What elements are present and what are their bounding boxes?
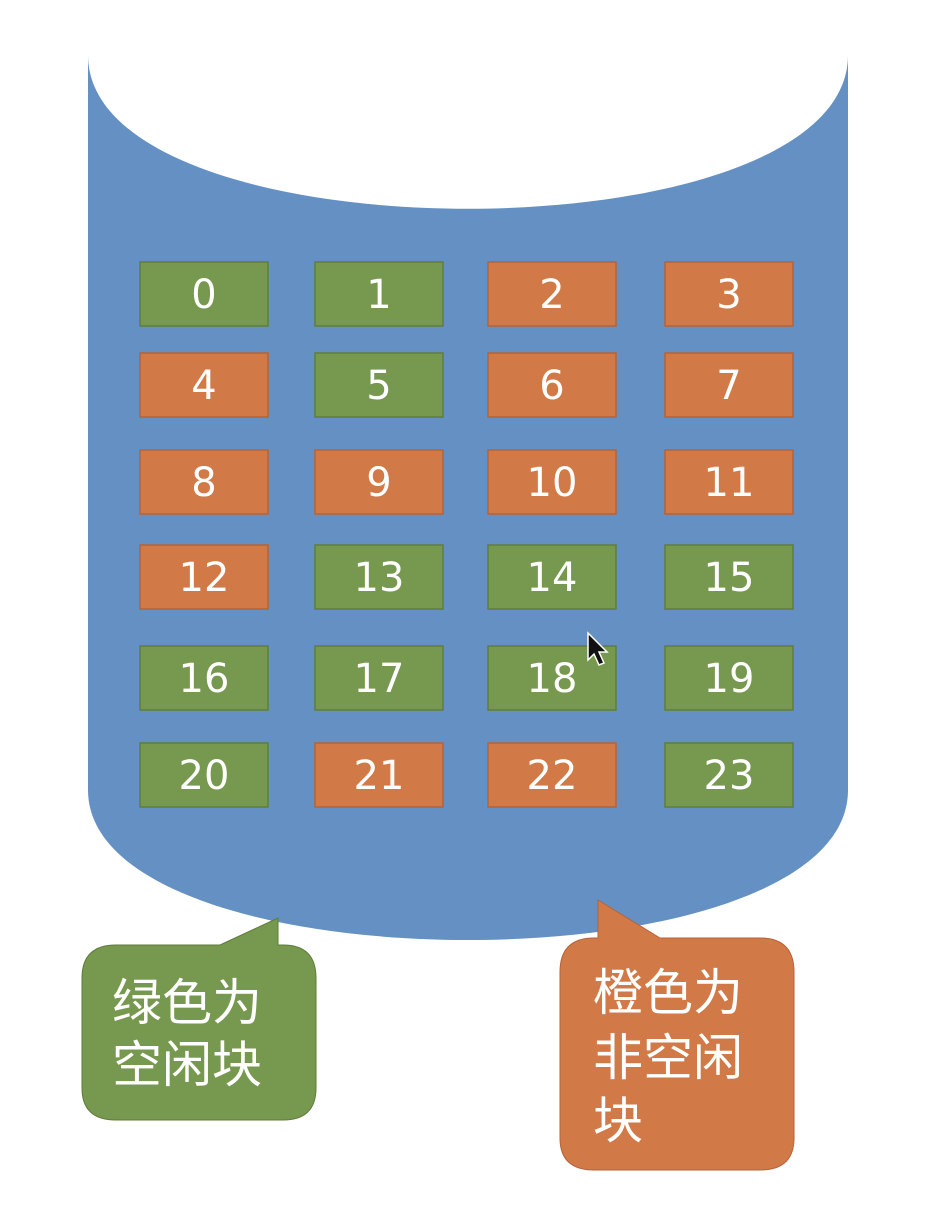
block-12: 12 xyxy=(139,544,269,610)
block-label: 12 xyxy=(179,555,230,601)
block-17: 17 xyxy=(314,645,444,711)
block-rect xyxy=(139,645,269,711)
block-label: 16 xyxy=(179,656,230,702)
block-label: 4 xyxy=(191,363,216,409)
block-label: 23 xyxy=(704,753,755,799)
block-rect xyxy=(664,352,794,418)
block-3: 3 xyxy=(664,261,794,327)
block-rect xyxy=(139,352,269,418)
block-label: 18 xyxy=(527,656,578,702)
block-rect xyxy=(314,742,444,808)
block-11: 11 xyxy=(664,449,794,515)
block-label: 0 xyxy=(191,272,216,318)
block-label: 2 xyxy=(539,272,564,318)
block-label: 21 xyxy=(354,753,405,799)
block-label: 22 xyxy=(527,753,578,799)
block-23: 23 xyxy=(664,742,794,808)
block-label: 17 xyxy=(354,656,405,702)
block-rect xyxy=(139,742,269,808)
free-legend-bubble xyxy=(81,917,317,1121)
block-rect xyxy=(664,645,794,711)
disk-cylinder xyxy=(88,55,848,940)
block-label: 3 xyxy=(716,272,741,318)
block-rect xyxy=(139,449,269,515)
block-7: 7 xyxy=(664,352,794,418)
block-2: 2 xyxy=(487,261,617,327)
block-rect xyxy=(664,449,794,515)
block-label: 20 xyxy=(179,753,230,799)
block-4: 4 xyxy=(139,352,269,418)
block-rect xyxy=(314,544,444,610)
free-legend-line-2: 空闲块 xyxy=(112,1036,262,1094)
used-legend-callout: 橙色为 非空闲 块 xyxy=(559,899,795,1171)
block-label: 9 xyxy=(366,460,391,506)
block-19: 19 xyxy=(664,645,794,711)
block-15: 15 xyxy=(664,544,794,610)
free-legend-callout: 绿色为 空闲块 xyxy=(81,917,317,1121)
block-10: 10 xyxy=(487,449,617,515)
block-rect xyxy=(664,544,794,610)
block-1: 1 xyxy=(314,261,444,327)
block-label: 14 xyxy=(527,555,578,601)
used-legend-line-1: 橙色为 xyxy=(593,964,743,1022)
block-rect xyxy=(487,352,617,418)
block-label: 10 xyxy=(527,460,578,506)
used-legend-line-2: 非空闲 xyxy=(593,1029,743,1087)
block-20: 20 xyxy=(139,742,269,808)
block-rect xyxy=(487,449,617,515)
disk-cylinder-top xyxy=(88,55,848,209)
block-label: 11 xyxy=(704,460,755,506)
block-rect xyxy=(314,645,444,711)
block-21: 21 xyxy=(314,742,444,808)
block-rect xyxy=(314,261,444,327)
block-label: 1 xyxy=(366,272,391,318)
block-rect xyxy=(487,544,617,610)
block-rect xyxy=(487,261,617,327)
block-rect xyxy=(139,261,269,327)
block-5: 5 xyxy=(314,352,444,418)
block-label: 13 xyxy=(354,555,405,601)
block-label: 19 xyxy=(704,656,755,702)
block-label: 5 xyxy=(366,363,391,409)
used-legend-bubble xyxy=(559,899,795,1171)
block-6: 6 xyxy=(487,352,617,418)
block-label: 6 xyxy=(539,363,564,409)
block-rect xyxy=(487,742,617,808)
block-label: 8 xyxy=(191,460,216,506)
block-8: 8 xyxy=(139,449,269,515)
block-0: 0 xyxy=(139,261,269,327)
block-rect xyxy=(314,352,444,418)
mouse-cursor-icon xyxy=(587,631,609,666)
block-9: 9 xyxy=(314,449,444,515)
block-13: 13 xyxy=(314,544,444,610)
block-rect xyxy=(664,261,794,327)
block-rect xyxy=(314,449,444,515)
block-label: 15 xyxy=(704,555,755,601)
block-label: 7 xyxy=(716,363,741,409)
block-16: 16 xyxy=(139,645,269,711)
block-14: 14 xyxy=(487,544,617,610)
used-legend-line-3: 块 xyxy=(593,1092,643,1150)
free-legend-line-1: 绿色为 xyxy=(112,974,262,1032)
block-22: 22 xyxy=(487,742,617,808)
block-rect xyxy=(139,544,269,610)
block-rect xyxy=(664,742,794,808)
